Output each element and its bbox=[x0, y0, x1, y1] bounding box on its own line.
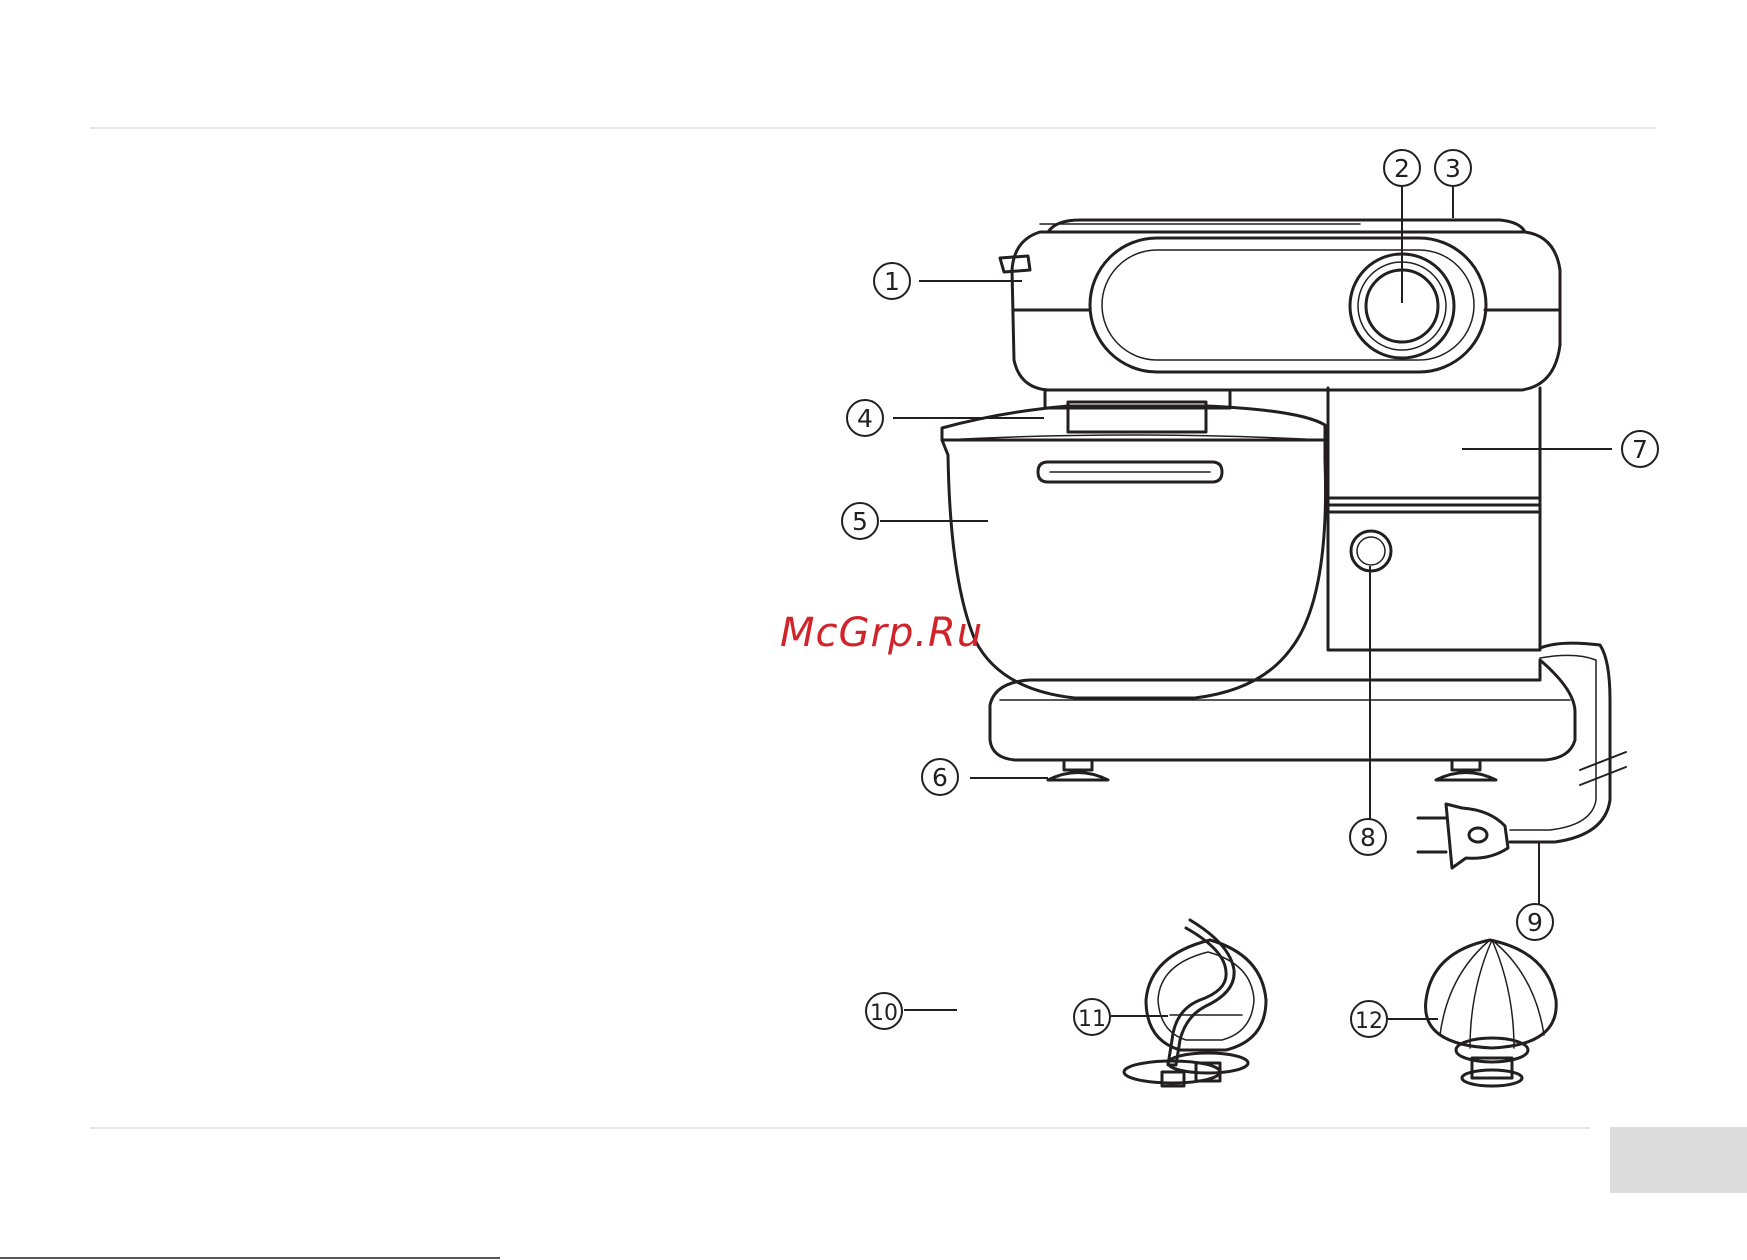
control-panel-inner bbox=[1102, 250, 1474, 360]
callout-leaders bbox=[880, 187, 1612, 1019]
callout-3: 3 bbox=[1435, 150, 1471, 186]
callout-8-label: 8 bbox=[1360, 823, 1376, 852]
callout-10-label: 10 bbox=[870, 1001, 898, 1026]
callout-9: 9 bbox=[1517, 904, 1553, 940]
callout-4-label: 4 bbox=[857, 404, 873, 433]
power-cord bbox=[1510, 643, 1610, 842]
mixing-bowl bbox=[942, 440, 1326, 698]
tilt-lever bbox=[1000, 256, 1030, 272]
mixer-head bbox=[1012, 232, 1560, 390]
head-top-rim bbox=[1048, 220, 1525, 232]
callout-8: 8 bbox=[1350, 819, 1386, 855]
foot-left bbox=[1048, 773, 1108, 781]
whisk-wire-4 bbox=[1492, 940, 1544, 1035]
callout-6-label: 6 bbox=[932, 763, 948, 792]
power-plug bbox=[1446, 804, 1508, 868]
callout-12: 12 bbox=[1351, 1001, 1387, 1037]
callout-10: 10 bbox=[866, 993, 902, 1029]
power-cord-inner bbox=[1510, 655, 1596, 830]
cord-break-1 bbox=[1580, 752, 1626, 770]
watermark-text: McGrp.Ru bbox=[780, 610, 983, 656]
page-number-tab bbox=[1610, 1127, 1747, 1193]
callouts: 1 2 3 4 5 6 7 8 bbox=[842, 150, 1658, 1037]
callout-3-label: 3 bbox=[1445, 154, 1461, 183]
foot-left-stem bbox=[1064, 760, 1092, 770]
callout-4: 4 bbox=[847, 400, 883, 436]
mixer-column bbox=[1328, 388, 1540, 505]
callout-7-label: 7 bbox=[1632, 435, 1648, 464]
callout-2: 2 bbox=[1384, 150, 1420, 186]
mixer-illustration bbox=[942, 220, 1626, 1086]
cord-break-2 bbox=[1580, 767, 1626, 785]
callout-12-label: 12 bbox=[1355, 1009, 1383, 1034]
callout-6: 6 bbox=[922, 759, 958, 795]
foot-right bbox=[1436, 773, 1496, 781]
callout-5: 5 bbox=[842, 503, 878, 539]
whisk-wire-3 bbox=[1440, 940, 1490, 1035]
callout-1-label: 1 bbox=[884, 267, 900, 296]
whisk-wire-2 bbox=[1492, 940, 1514, 1048]
foot-right-stem bbox=[1452, 760, 1480, 770]
callout-11: 11 bbox=[1074, 999, 1110, 1035]
release-button-inner bbox=[1357, 537, 1385, 565]
callout-1: 1 bbox=[874, 263, 910, 299]
callout-9-label: 9 bbox=[1527, 908, 1543, 937]
callout-7: 7 bbox=[1622, 431, 1658, 467]
flat-beater bbox=[1146, 940, 1266, 1050]
callout-11-label: 11 bbox=[1078, 1007, 1106, 1032]
callout-5-label: 5 bbox=[852, 507, 868, 536]
plug-grip bbox=[1469, 828, 1487, 842]
wire-whisk bbox=[1426, 940, 1557, 1048]
mixer-body-lower bbox=[1328, 505, 1540, 650]
mixer-base bbox=[990, 660, 1575, 760]
callout-2-label: 2 bbox=[1394, 154, 1410, 183]
